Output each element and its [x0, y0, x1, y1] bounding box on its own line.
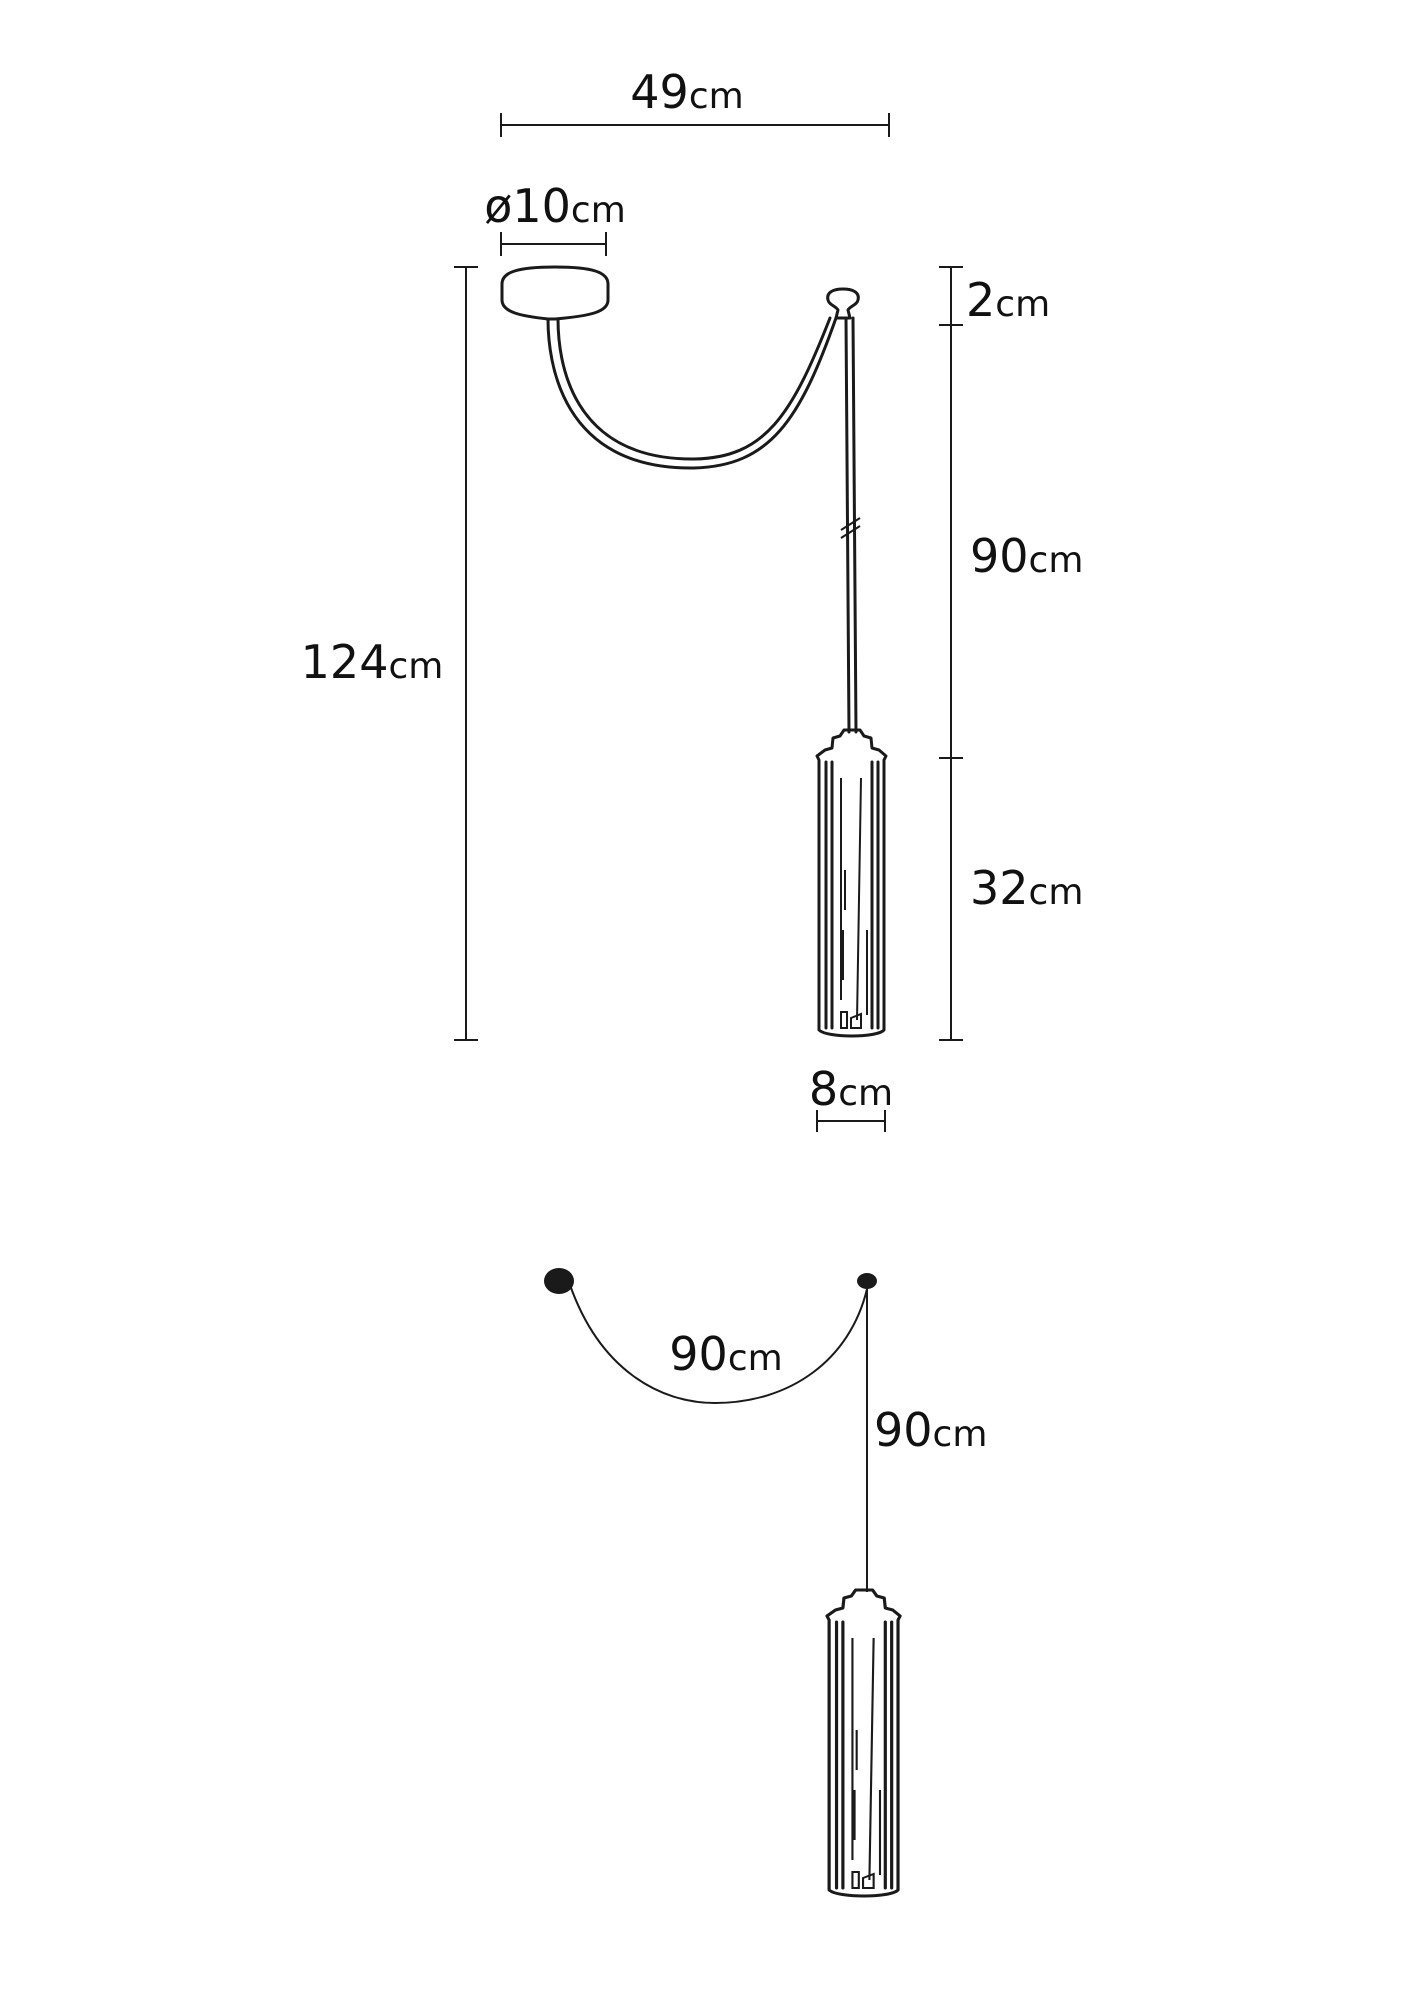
schematic-view: 90cm 90cm — [544, 1268, 987, 1898]
total-height-label: 124cm — [301, 635, 444, 689]
canopy-diameter-dimension: ø10cm — [484, 179, 626, 256]
cord-length-label: 90cm — [970, 529, 1083, 583]
cord-break-mark — [840, 517, 861, 539]
shade-width-dimension: 8cm — [809, 1062, 893, 1132]
front-view: 49cm ø10cm 124cm 2cm 90cm 32cm — [301, 65, 1083, 1132]
shade-width-label: 8cm — [809, 1062, 893, 1116]
ceiling-canopy — [500, 265, 610, 321]
pendant-shade — [815, 728, 888, 1038]
hook-cap — [826, 287, 860, 320]
canopy-dot — [544, 1268, 574, 1294]
shade-height-label: 32cm — [970, 861, 1083, 915]
segment-dimensions: 2cm 90cm 32cm — [939, 266, 1083, 1041]
arc-cord-label: 90cm — [669, 1327, 782, 1381]
pendant-shade — [825, 1588, 902, 1898]
hook-dot — [857, 1273, 877, 1289]
canopy-diameter-label: ø10cm — [484, 179, 626, 233]
total-height-dimension: 124cm — [301, 266, 478, 1041]
width-dimension: 49cm — [500, 65, 890, 137]
drop-cord-label: 90cm — [874, 1403, 987, 1457]
width-label: 49cm — [630, 65, 743, 119]
cap-height-label: 2cm — [966, 273, 1050, 327]
arc-cord — [569, 1284, 868, 1405]
arched-rod — [546, 316, 838, 470]
